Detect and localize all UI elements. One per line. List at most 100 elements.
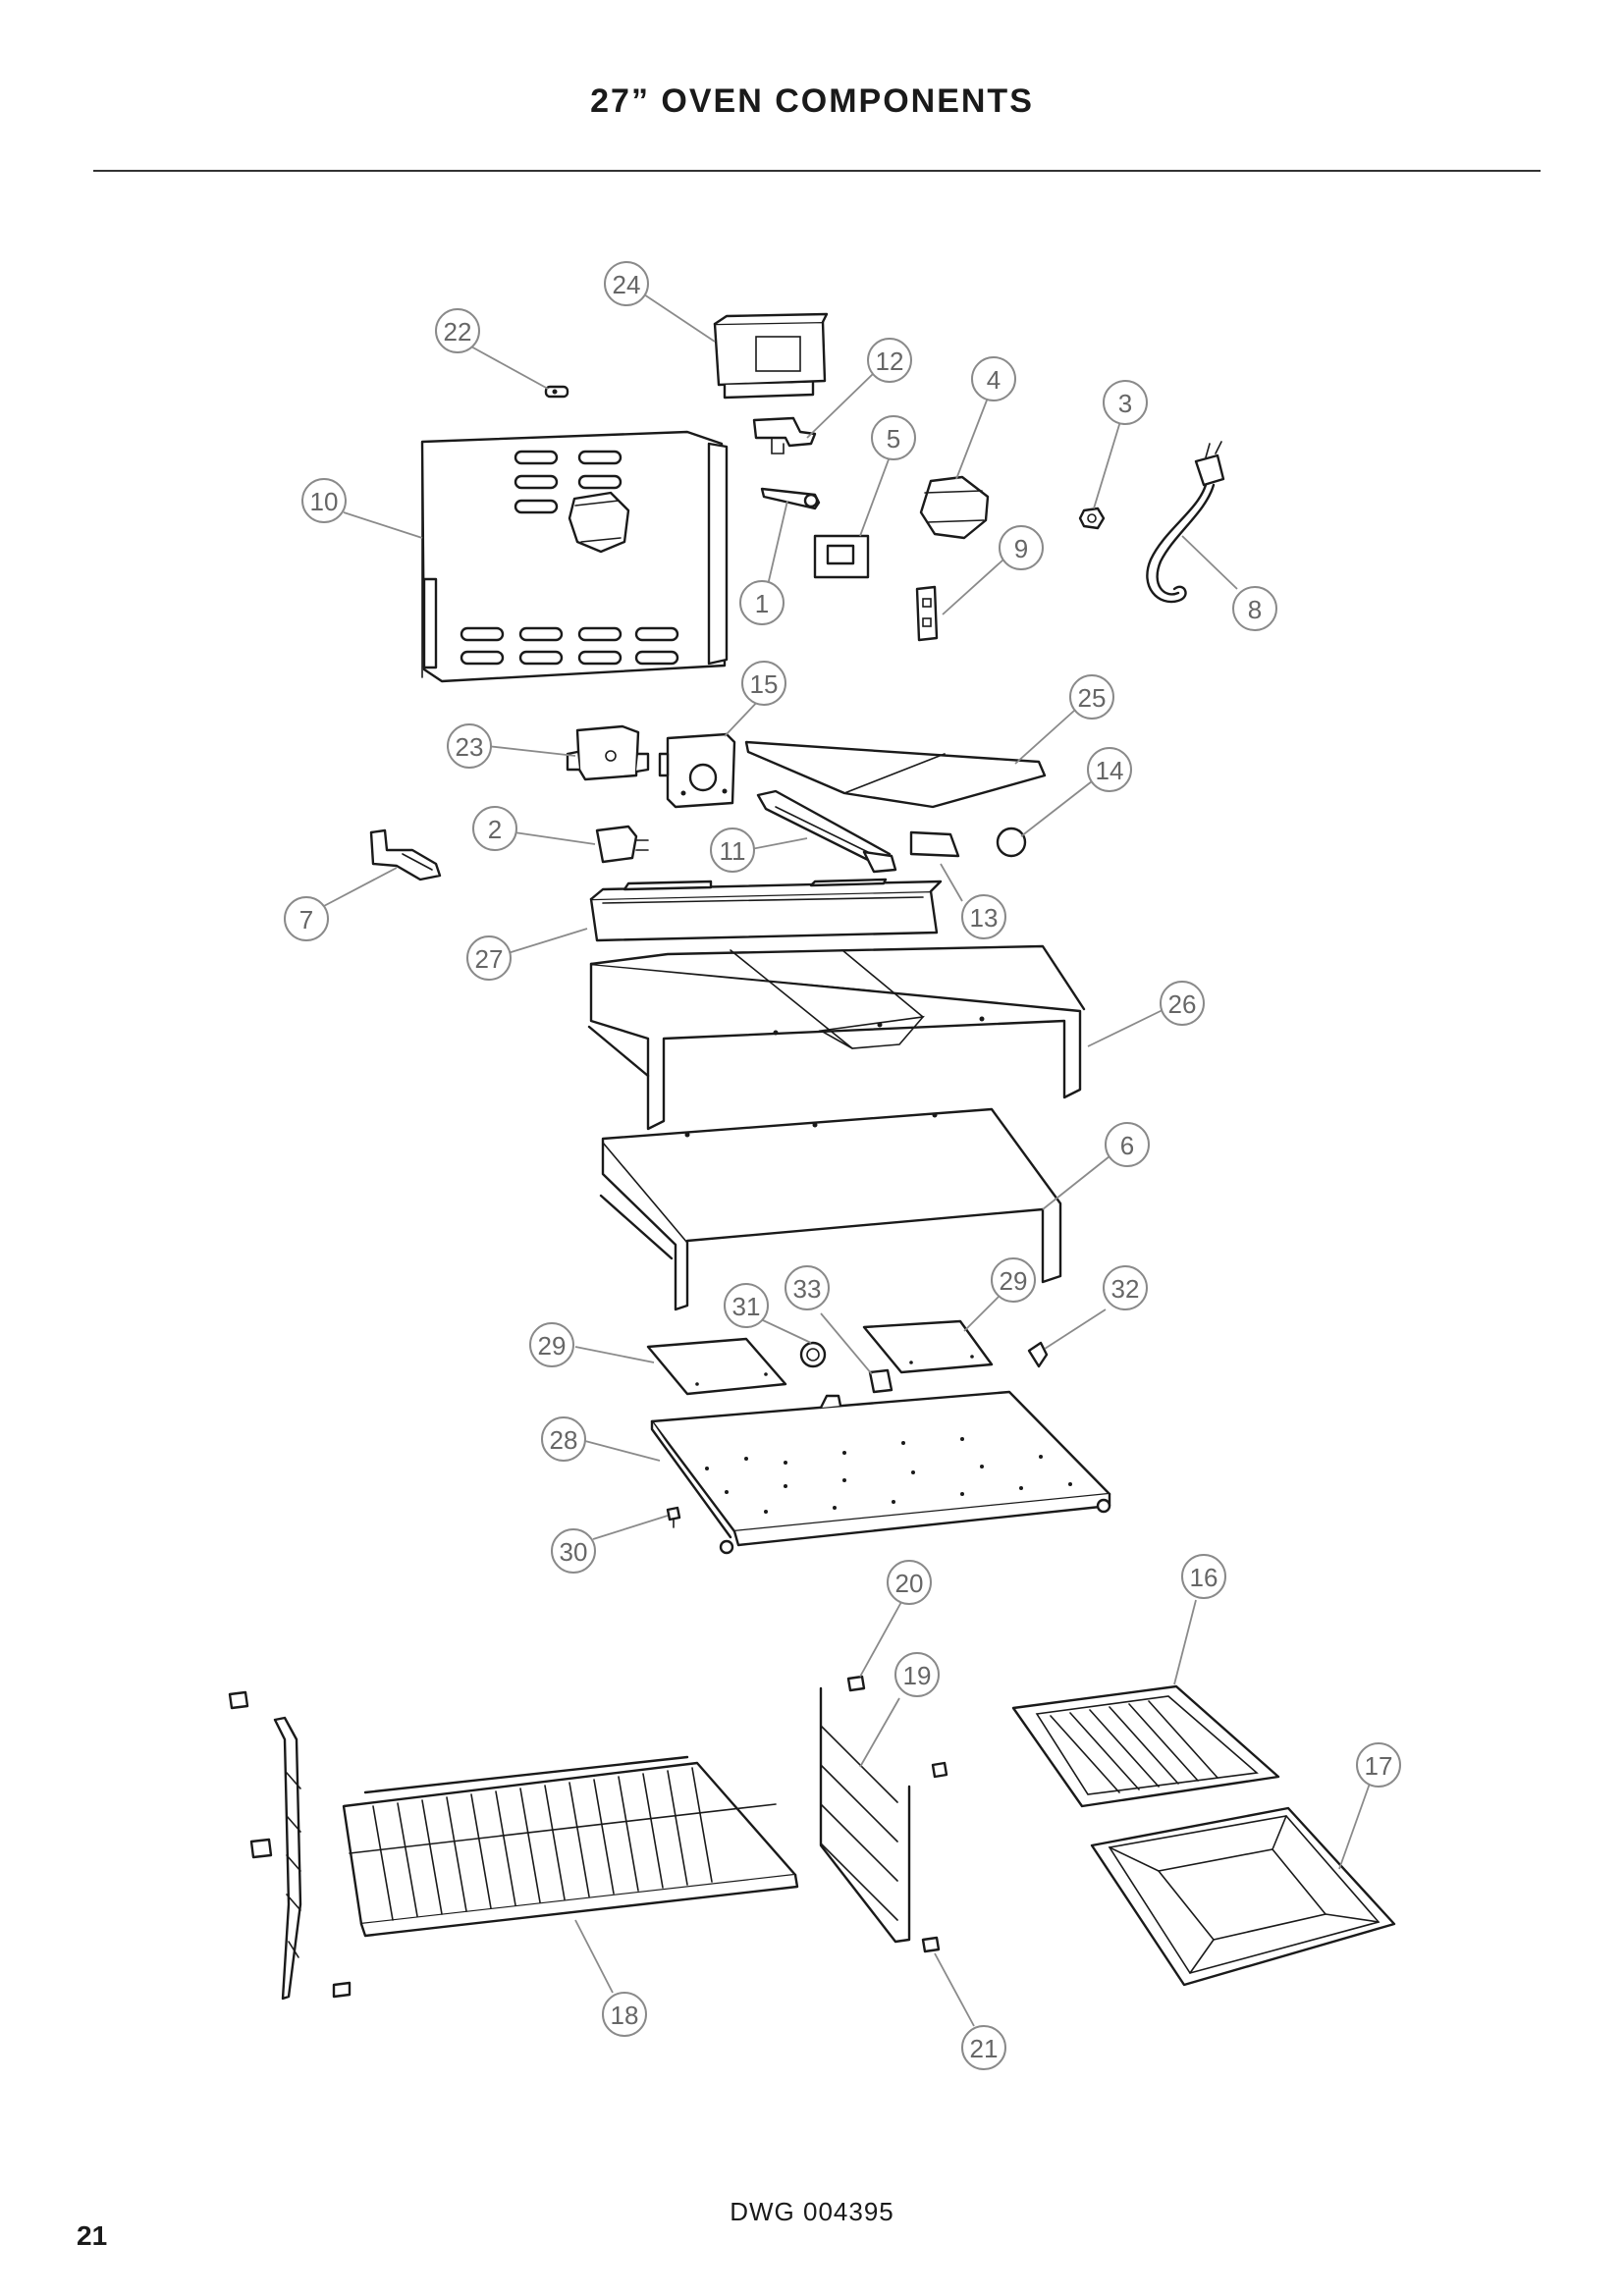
part-4-fan-motor [919,475,990,540]
callout-11: 11 [710,828,755,873]
svg-text:8: 8 [1248,595,1262,624]
svg-text:15: 15 [750,669,779,699]
svg-text:21: 21 [970,2034,999,2063]
svg-text:32: 32 [1111,1274,1140,1304]
part-18-wire-rack [342,1755,799,1938]
svg-text:9: 9 [1014,534,1028,563]
callout-29-left: 29 [529,1322,574,1367]
callout-16: 16 [1181,1554,1226,1599]
svg-text:2: 2 [488,815,502,844]
part-12-bracket [752,416,817,454]
callout-33: 33 [785,1265,830,1310]
callout-6: 6 [1105,1122,1150,1167]
part-9-switch [915,585,939,642]
part-22-clip [544,385,569,399]
callout-9: 9 [999,525,1044,570]
part-10-rear-panel [420,430,729,683]
callout-2: 2 [472,806,517,851]
callout-26: 26 [1160,981,1205,1026]
drawing-number: DWG 004395 [730,2197,894,2226]
svg-text:23: 23 [456,732,484,762]
part-11-igniter [756,789,897,874]
svg-text:4: 4 [987,365,1001,395]
svg-text:5: 5 [887,424,900,454]
svg-text:6: 6 [1120,1131,1134,1160]
svg-text:29: 29 [1000,1266,1028,1296]
callout-1: 1 [739,580,785,625]
svg-text:24: 24 [613,270,641,299]
part-14-disc [996,827,1027,858]
callout-32: 32 [1103,1265,1148,1310]
part-3-knob [1078,507,1106,530]
page-title: 27” OVEN COMPONENTS [590,82,1034,120]
part-5-plate [813,534,870,579]
svg-text:22: 22 [444,317,472,347]
part-20-screw [846,1675,866,1692]
callout-17: 17 [1356,1742,1401,1788]
svg-text:30: 30 [560,1537,588,1567]
callout-5: 5 [871,415,916,460]
part-23-bracket [566,724,650,781]
svg-text:10: 10 [310,487,339,516]
part-8-power-cord [1146,441,1225,604]
part-rack-support-left [228,1690,352,2001]
part-26-top-wrapper [587,944,1086,1131]
callout-28: 28 [541,1416,586,1462]
part-31-ring [799,1341,827,1368]
svg-text:16: 16 [1190,1563,1218,1592]
callout-15: 15 [741,661,786,706]
svg-text:3: 3 [1118,389,1132,418]
callout-20: 20 [887,1560,932,1605]
callout-4: 4 [971,356,1016,401]
part-2-connector [595,825,649,864]
callout-bubbles: 24 22 12 4 3 5 10 9 1 8 15 25 23 14 2 11… [284,261,1401,2070]
part-7-hinge [369,828,442,881]
callout-22: 22 [435,308,480,353]
part-27-channel [589,878,943,942]
part-13-bracket [909,830,960,858]
callout-29-right: 29 [991,1257,1036,1303]
svg-text:20: 20 [895,1569,924,1598]
leader-lines [321,294,1372,2027]
part-19-rack-support [819,1686,948,1944]
part-30-screw [666,1506,681,1528]
part-28-floor-plate [650,1390,1111,1555]
part-32-clip [1027,1341,1049,1368]
svg-text:14: 14 [1096,756,1124,785]
svg-text:11: 11 [720,836,746,866]
svg-text:12: 12 [876,347,904,376]
part-6-body-wrapper [599,1107,1062,1311]
svg-text:18: 18 [611,2001,639,2030]
svg-text:17: 17 [1365,1751,1393,1781]
svg-text:27: 27 [475,944,504,974]
callout-7: 7 [284,896,329,941]
callout-19: 19 [894,1652,940,1697]
callout-30: 30 [551,1528,596,1574]
callout-14: 14 [1087,747,1132,792]
svg-text:1: 1 [755,589,769,618]
callout-27: 27 [466,935,512,981]
svg-text:25: 25 [1078,683,1107,713]
svg-text:7: 7 [299,905,313,934]
svg-text:29: 29 [538,1331,567,1361]
part-29-panel-right [862,1319,994,1374]
part-15-housing [658,732,736,809]
part-25-deflector [744,740,1047,809]
callout-10: 10 [301,478,347,523]
callout-24: 24 [604,261,649,306]
svg-text:31: 31 [732,1292,761,1321]
part-33-connector [868,1368,893,1394]
callout-25: 25 [1069,674,1114,720]
callout-18: 18 [602,1992,647,2037]
title-rule [93,170,1541,172]
svg-text:19: 19 [903,1661,932,1690]
callout-8: 8 [1232,586,1277,631]
page-number: 21 [77,2220,108,2251]
part-1-sensor [760,487,821,510]
part-16-broil-grid [1011,1684,1280,1808]
callout-3: 3 [1103,380,1148,425]
svg-text:33: 33 [793,1274,822,1304]
callout-23: 23 [447,723,492,769]
callout-12: 12 [867,338,912,383]
